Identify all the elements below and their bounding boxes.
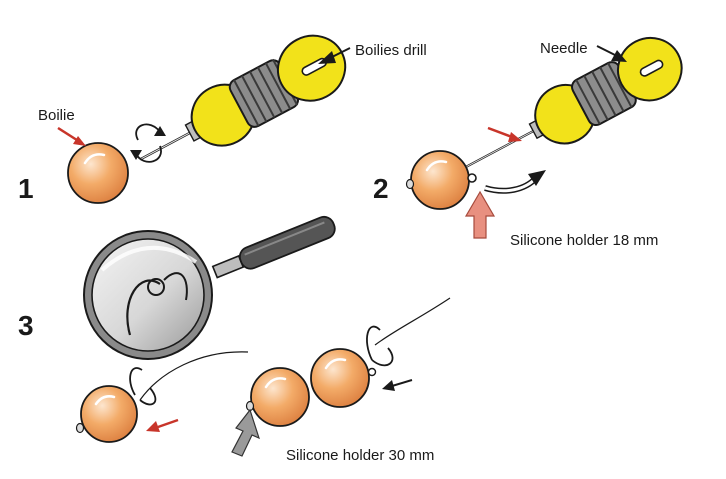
drill-pointer-arrow-icon: [318, 47, 351, 64]
step-number-1: 1: [18, 173, 34, 204]
needle-label: Needle: [540, 40, 588, 57]
single-rig-pointer-arrow-icon: [146, 418, 179, 432]
needle-tool: [463, 36, 683, 169]
step-number-2: 2: [373, 173, 389, 204]
boilie-label: Boilie: [38, 107, 75, 124]
needle-pointer-arrow-icon: [596, 45, 627, 62]
boilie-pointer-arrow-icon: [57, 126, 86, 146]
magnifying-glass: [83, 215, 336, 360]
step-number-3: 3: [18, 310, 34, 341]
drill-tool: [139, 34, 347, 161]
pull-arrow-icon: [484, 170, 546, 194]
boilie-step2: [405, 150, 470, 210]
silicone-30-pointer-arrow-icon: [231, 408, 260, 457]
silicone-ring-18: [467, 173, 477, 183]
silicone-pointer-arrow-icon: [464, 190, 496, 239]
needle-direction-arrow-icon: [487, 126, 522, 142]
boilies-drill-label: Boilies drill: [355, 42, 427, 59]
boilie-step1: [67, 142, 129, 204]
rotation-arrow-icon: [130, 123, 166, 163]
hair-rig-double: [245, 297, 451, 427]
hair-rig-single: [75, 351, 249, 443]
double-rig-pointer-arrow-icon: [382, 379, 413, 391]
silicone-holder-30-label: Silicone holder 30 mm: [286, 447, 434, 464]
silicone-holder-18-label: Silicone holder 18 mm: [510, 232, 658, 249]
